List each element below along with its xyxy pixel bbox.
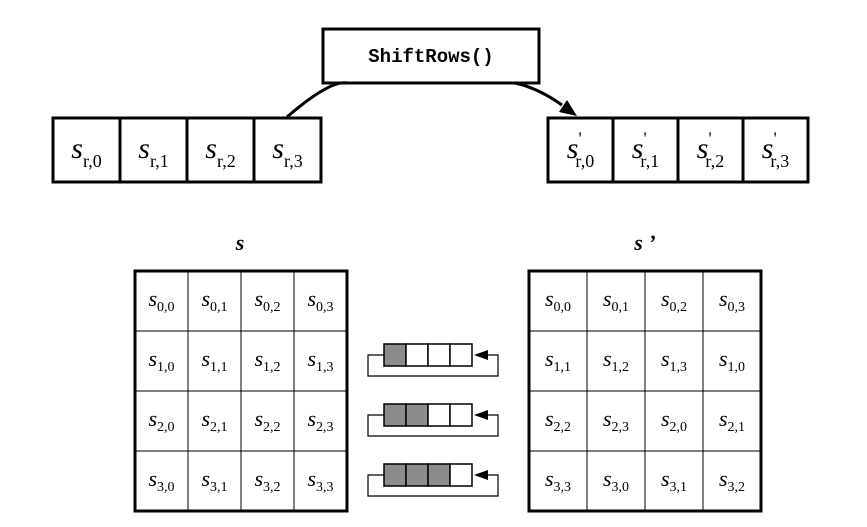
state-after-matrix: s0,0 s0,1 s0,2 s0,3 s1,1 s1,2 s1,3 s1,0 s2,2 s2,3… [527,269,763,513]
state-before-cell: s2,1 [201,406,227,435]
shifted-byte [405,403,429,427]
byte-slot [427,343,451,367]
state-before-cell: s3,0 [148,466,174,495]
state-after-cell: s2,0 [661,406,687,435]
row-after-cell-0: s'r,0 [567,129,594,172]
state-before-cell: s0,1 [201,286,227,315]
state-after-cell: s3,2 [719,466,745,495]
state-before-cell: s0,3 [307,286,333,315]
row-after-cell-1: s'r,1 [632,129,659,172]
transition-arrow [286,81,577,119]
row-before-cell-0: sr,0 [71,132,101,171]
rotate-loop [367,354,499,377]
state-after-cell: s0,0 [545,286,571,315]
state-before-cell: s3,2 [254,466,280,495]
state-before-cell: s3,1 [201,466,227,495]
row-after: s'r,0 s'r,1 s'r,2 s'r,3 [546,116,810,184]
row-after-cell-2: s'r,2 [697,129,724,172]
state-after-cell: s0,3 [719,286,745,315]
rotate-loop [367,474,499,497]
state-before-cell: s1,2 [254,346,280,375]
state-before-cell: s2,2 [254,406,280,435]
state-before-cell: s1,1 [201,346,227,375]
state-before-cell: s2,0 [148,406,174,435]
arrow-left-icon [474,350,488,360]
state-after-cell: s1,2 [603,346,629,375]
state-before-label: s [235,230,245,255]
state-after-label: s ’ [633,230,655,255]
shifted-byte [383,403,407,427]
row-before-cell-3: sr,3 [272,132,302,171]
state-after-cell: s0,2 [661,286,687,315]
row-after-cell-3: s'r,3 [762,129,789,172]
function-label: ShiftRows() [368,46,493,68]
rotate-loop [367,414,499,437]
row-before-cell-2: sr,2 [205,132,235,171]
byte-slot [449,463,473,487]
arrow-left-icon [474,470,488,480]
state-after-cell: s2,2 [545,406,571,435]
byte-slot [427,403,451,427]
state-after-cell: s3,3 [545,466,571,495]
state-before-cell: s0,2 [254,286,280,315]
state-after-cell: s1,0 [719,346,745,375]
shift-indicator-row-3 [367,463,499,497]
state-after-cell: s0,1 [603,286,629,315]
byte-slot [449,343,473,367]
byte-slot [449,403,473,427]
shifted-byte [383,343,407,367]
shifted-byte [405,463,429,487]
state-after-cell: s3,1 [661,466,687,495]
shift-indicator-row-1 [367,343,499,377]
state-before-cell: s1,3 [307,346,333,375]
state-after-cell: s2,3 [603,406,629,435]
arrow-left-icon [474,410,488,420]
state-after-cell: s3,0 [603,466,629,495]
state-after-cell: s1,1 [545,346,571,375]
state-before-cell: s2,3 [307,406,333,435]
state-before-cell: s1,0 [148,346,174,375]
function-box: ShiftRows() [321,27,541,85]
row-before-cell-1: sr,1 [138,132,168,171]
state-after-cell: s2,1 [719,406,745,435]
shifted-byte [383,463,407,487]
shifted-byte [427,463,451,487]
row-before: sr,0 sr,1 sr,2 sr,3 [51,116,323,184]
shift-indicator-row-2 [367,403,499,437]
state-before-cell: s0,0 [148,286,174,315]
state-before-matrix: s0,0 s0,1 s0,2 s0,3 s1,0 s1,1 s1,2 s1,3 s2,0 s2,1… [133,269,349,513]
state-after-cell: s1,3 [661,346,687,375]
arrowhead-icon [559,100,577,116]
state-before-cell: s3,3 [307,466,333,495]
shift-indicators [367,343,499,497]
byte-slot [405,343,429,367]
